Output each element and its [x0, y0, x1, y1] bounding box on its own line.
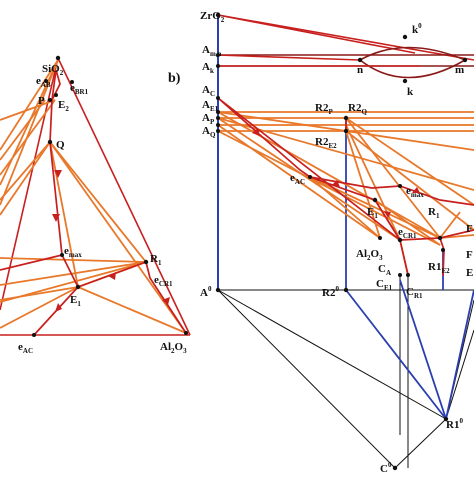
label-eac-left: eAC — [18, 341, 33, 355]
label-ca: CA — [378, 263, 391, 277]
right-frame-lines — [217, 275, 474, 469]
label-fcut1: F — [466, 223, 473, 235]
left-tie-lines — [0, 59, 187, 334]
label-ecr1-left: eCR1 — [154, 274, 173, 288]
label-k0: k0 — [412, 22, 422, 36]
label-p: P — [38, 95, 45, 107]
label-r2q: R2Q — [348, 102, 367, 116]
label-ebr1: eBR1 — [70, 82, 89, 96]
left-points — [32, 55, 188, 337]
label-ecr1-right: eCR1 — [398, 226, 417, 240]
label-n: n — [357, 64, 363, 76]
label-r1e2: R1E2 — [428, 261, 450, 275]
label-r1-left: R1 — [150, 253, 162, 267]
label-ap: AP — [202, 112, 215, 126]
label-fcut2: F — [466, 249, 473, 261]
label-e2: E2 — [58, 99, 69, 113]
label-al2o3-left: Al2O3 — [160, 341, 187, 355]
label-eac-right: eAC — [290, 172, 305, 186]
label-emax-left: emax — [64, 245, 82, 259]
right-blue-projections — [345, 250, 474, 420]
label-al2o3-right: Al2O3 — [356, 248, 383, 262]
label-r2p: R2P — [315, 102, 333, 116]
label-e1-left: E1 — [70, 294, 81, 308]
label-cr1: CR1 — [406, 286, 423, 300]
label-r2e2: R2E2 — [315, 136, 337, 150]
label-r10: R10 — [446, 417, 463, 431]
label-ak: Ak — [202, 61, 214, 75]
label-eab: eAB — [36, 75, 51, 89]
label-e1-right: E1 — [367, 206, 378, 220]
triangle-right-edge — [57, 57, 191, 336]
label-m: m — [455, 64, 464, 76]
left-ternary-diagram: SiO2 eAB eBR1 P E2 Q emax R1 eCR1 E1 eAC… — [0, 55, 191, 355]
label-ecut: E — [466, 267, 473, 279]
left-arrows — [52, 170, 170, 312]
label-amn: Am,n — [202, 44, 222, 58]
panel-label-b: b) — [168, 71, 181, 86]
label-aq: AQ — [202, 125, 216, 139]
label-zro2: ZrO2 — [200, 10, 225, 24]
label-r1-right: R1 — [428, 206, 440, 220]
right-points — [215, 12, 468, 471]
label-k: k — [407, 86, 414, 98]
label-ac: AC — [202, 84, 215, 98]
label-emax-right: emax — [406, 185, 424, 199]
label-ae1: AE1 — [202, 99, 219, 113]
label-a0: A0 — [200, 285, 212, 299]
right-projection-diagram: b) — [168, 10, 474, 475]
right-top-curves — [217, 14, 474, 79]
label-c0: C0 — [380, 461, 392, 474]
label-ce1: CE1 — [376, 278, 393, 292]
label-r20: R20 — [322, 285, 339, 299]
right-arrows — [252, 128, 420, 218]
label-q: Q — [56, 139, 65, 151]
label-sio2: SiO2 — [42, 63, 64, 77]
